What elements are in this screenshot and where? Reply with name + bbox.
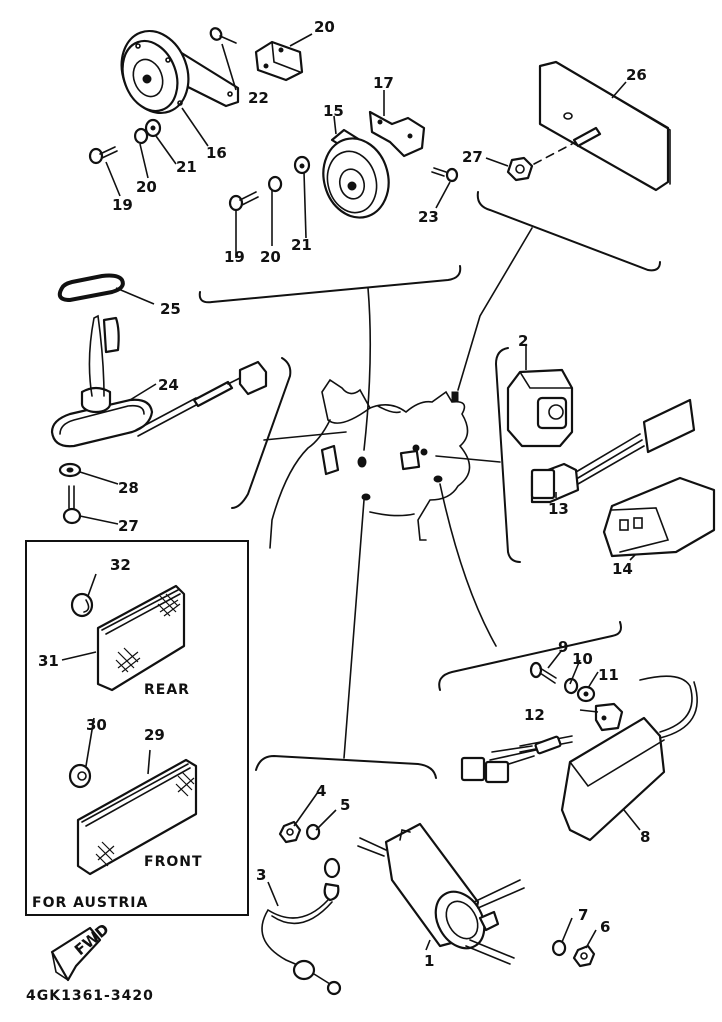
front-label: FRONT [144, 854, 203, 870]
horn-16 [120, 29, 240, 115]
cdi-unit-8 [460, 675, 698, 842]
callout-27: 26 [626, 66, 647, 84]
screw-22-top [209, 27, 237, 44]
washer-20-mid [268, 175, 283, 193]
frame-silhouette [269, 378, 471, 549]
callout-19-left: 19 [112, 196, 133, 214]
washer-5 [306, 823, 321, 841]
callout-13: 13 [548, 500, 569, 518]
nut-6 [572, 944, 596, 968]
callout-29: 29 [144, 726, 165, 744]
relay-2 [506, 368, 574, 448]
callout-11: 11 [598, 666, 619, 684]
callout-5: 5 [340, 796, 350, 814]
damper-12 [594, 702, 624, 732]
bolt-9 [529, 661, 557, 684]
fwd-label: FWD [71, 920, 113, 959]
fuel-sender-23 [50, 314, 268, 448]
group-braces [198, 191, 661, 779]
callout-leaders [61, 33, 641, 951]
screw-22-right [431, 167, 459, 183]
callout-25: 27 [118, 517, 139, 535]
washer-11 [576, 685, 596, 703]
callout-2: 2 [518, 332, 528, 350]
callout-28: 27 [462, 148, 483, 166]
callout-6: 6 [600, 918, 610, 936]
adapter-13 [530, 398, 696, 504]
callout-21-mid: 21 [291, 236, 312, 254]
callout-20-mid: 20 [260, 248, 281, 266]
inset-caption: FOR AUSTRIA [32, 895, 148, 911]
callout-24: 25 [160, 300, 181, 318]
bracket-18 [254, 40, 304, 82]
callout-18: 20 [314, 18, 335, 36]
callout-15: 15 [323, 102, 344, 120]
horn-15 [322, 128, 390, 219]
fwd-arrow-icon: FWD [50, 920, 113, 982]
nut-30 [68, 763, 92, 789]
callout-10: 10 [572, 650, 593, 668]
callout-30: 30 [86, 716, 107, 734]
callout-8: 8 [640, 828, 650, 846]
callout-7: 7 [578, 906, 588, 924]
callout-12: 12 [524, 706, 545, 724]
callout-19-mid: 19 [224, 248, 245, 266]
gasket-24 [57, 273, 125, 303]
bracket-17 [368, 110, 426, 158]
front-reflector-29 [76, 758, 198, 876]
callout-3: 3 [256, 866, 266, 884]
callout-4: 4 [316, 782, 326, 800]
inset-box [25, 540, 249, 916]
coupler-14 [602, 476, 716, 558]
bolt-19-left [88, 146, 118, 165]
drawing-code: 4GK1361-3420 [26, 988, 154, 1004]
callout-20-left: 20 [136, 178, 157, 196]
callout-14: 14 [612, 560, 633, 578]
washer-10 [564, 677, 579, 695]
washer-7 [552, 939, 567, 957]
reflector-27 [538, 60, 671, 192]
callout-32: 32 [110, 556, 131, 574]
callout-22-right: 23 [418, 208, 439, 226]
washer-21-mid [293, 155, 311, 175]
callout-1: 1 [424, 952, 434, 970]
callout-9: 9 [558, 638, 568, 656]
nut-4 [278, 820, 302, 844]
nut-32 [70, 592, 94, 618]
lead-wire-3 [261, 857, 342, 996]
callout-26: 28 [118, 479, 139, 497]
callout-17: 17 [373, 74, 394, 92]
callout-21-left: 21 [176, 158, 197, 176]
rear-reflector-31 [96, 584, 186, 692]
nut-28 [506, 143, 573, 182]
rear-label: REAR [144, 682, 190, 698]
callout-31: 31 [38, 652, 59, 670]
washer-21-left [144, 118, 162, 138]
washer-26 [58, 462, 82, 478]
starter-relay-1 [357, 822, 525, 965]
callout-23: 24 [158, 376, 179, 394]
bolt-19-mid [228, 191, 259, 212]
callout-16: 16 [206, 144, 227, 162]
screw-25 [62, 485, 82, 525]
callout-numbers: 20 22 16 21 20 19 15 17 23 21 20 19 26 2… [38, 18, 650, 970]
callout-22-top: 22 [248, 89, 269, 107]
washer-20-left [134, 127, 149, 145]
